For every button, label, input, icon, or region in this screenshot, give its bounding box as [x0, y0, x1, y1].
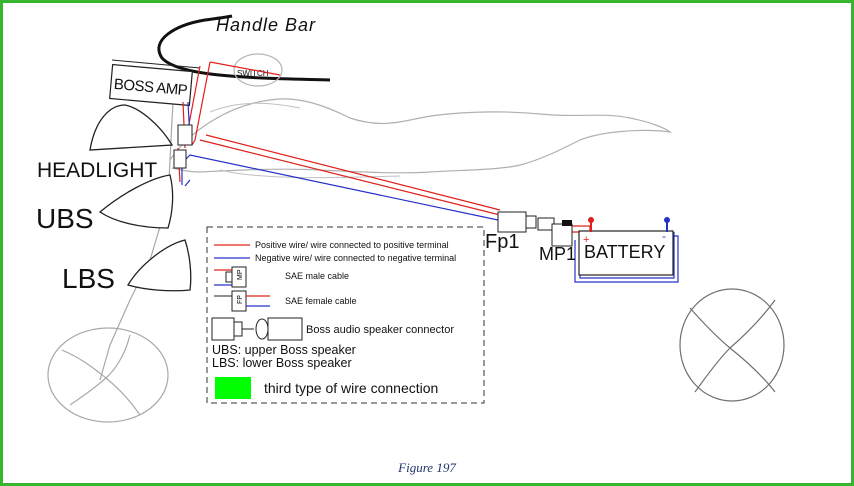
- boss-amp-box: [109, 63, 193, 107]
- amp-connector-1: [177, 124, 193, 146]
- sae-male-tag: MP: [237, 269, 244, 280]
- ubs-definition: UBS: upper Boss speaker: [212, 343, 356, 357]
- boss-amp-line: [111, 59, 201, 69]
- sae-female-text: SAE female cable: [285, 296, 357, 306]
- boss-amp-label: BOSS AMP: [113, 76, 188, 99]
- headlight-shape: [89, 104, 174, 151]
- switch-label: SWITCH: [237, 69, 269, 78]
- battery-label: BATTERY: [584, 242, 665, 262]
- fp1-label: Fp1: [485, 231, 519, 253]
- handle-bar-outline: [157, 14, 331, 82]
- sae-female-icon: [214, 290, 270, 312]
- positive-terminal-sign: +: [583, 234, 589, 246]
- mp1-connector: [551, 223, 573, 247]
- handle-bar-label: Handle Bar: [216, 15, 316, 35]
- lbs-shape: [127, 239, 192, 292]
- body-outline: [169, 98, 673, 174]
- rear-wheel: [679, 288, 785, 402]
- fp1-connector: [497, 211, 527, 233]
- sae-male-text: SAE male cable: [285, 271, 349, 281]
- third-type-swatch: [215, 377, 251, 399]
- mp1-label: MP1: [539, 244, 576, 264]
- ubs-label: UBS: [36, 203, 94, 234]
- boss-connector-text: Boss audio speaker connector: [306, 324, 454, 336]
- legend-positive-text: Positive wire/ wire connected to positiv…: [255, 240, 449, 250]
- positive-terminal-icon: [588, 217, 594, 232]
- sae-female-tag: FP: [237, 295, 244, 304]
- mp1-tab: [562, 220, 572, 226]
- boss-connector-icon: [211, 317, 303, 341]
- negative-terminal-icon: [664, 217, 670, 232]
- negative-wire-run: [181, 154, 499, 221]
- amp-connector-2: [173, 149, 187, 169]
- fp1-plug: [525, 215, 537, 229]
- battery-box: [578, 230, 674, 276]
- front-wheel: [47, 327, 169, 423]
- sae-male-icon: [214, 266, 247, 288]
- positive-wire-run: [199, 134, 501, 216]
- switch-outline: [233, 53, 283, 87]
- figure-caption: Figure 197: [398, 460, 456, 475]
- lbs-definition: LBS: lower Boss speaker: [212, 356, 352, 370]
- legend-box: [206, 226, 485, 404]
- ubs-shape: [98, 174, 174, 229]
- lbs-label: LBS: [62, 263, 115, 294]
- legend-negative-text: Negative wire/ wire connected to negativ…: [255, 253, 456, 263]
- headlight-label: HEADLIGHT: [37, 159, 157, 182]
- negative-terminal-sign: -: [662, 229, 666, 243]
- third-type-text: third type of wire connection: [264, 380, 438, 396]
